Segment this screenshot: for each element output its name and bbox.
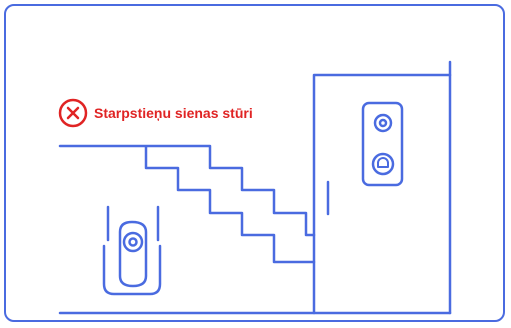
indoor-camera (102, 205, 162, 296)
wall-outline (312, 73, 452, 315)
doorbell-camera (361, 101, 404, 187)
warning-callout: Starpstieņu sienas stūri (58, 98, 253, 128)
diagram-card (4, 4, 505, 322)
warning-label: Starpstieņu sienas stūri (94, 105, 253, 121)
staircase (58, 144, 316, 264)
x-circle-icon (58, 98, 88, 128)
